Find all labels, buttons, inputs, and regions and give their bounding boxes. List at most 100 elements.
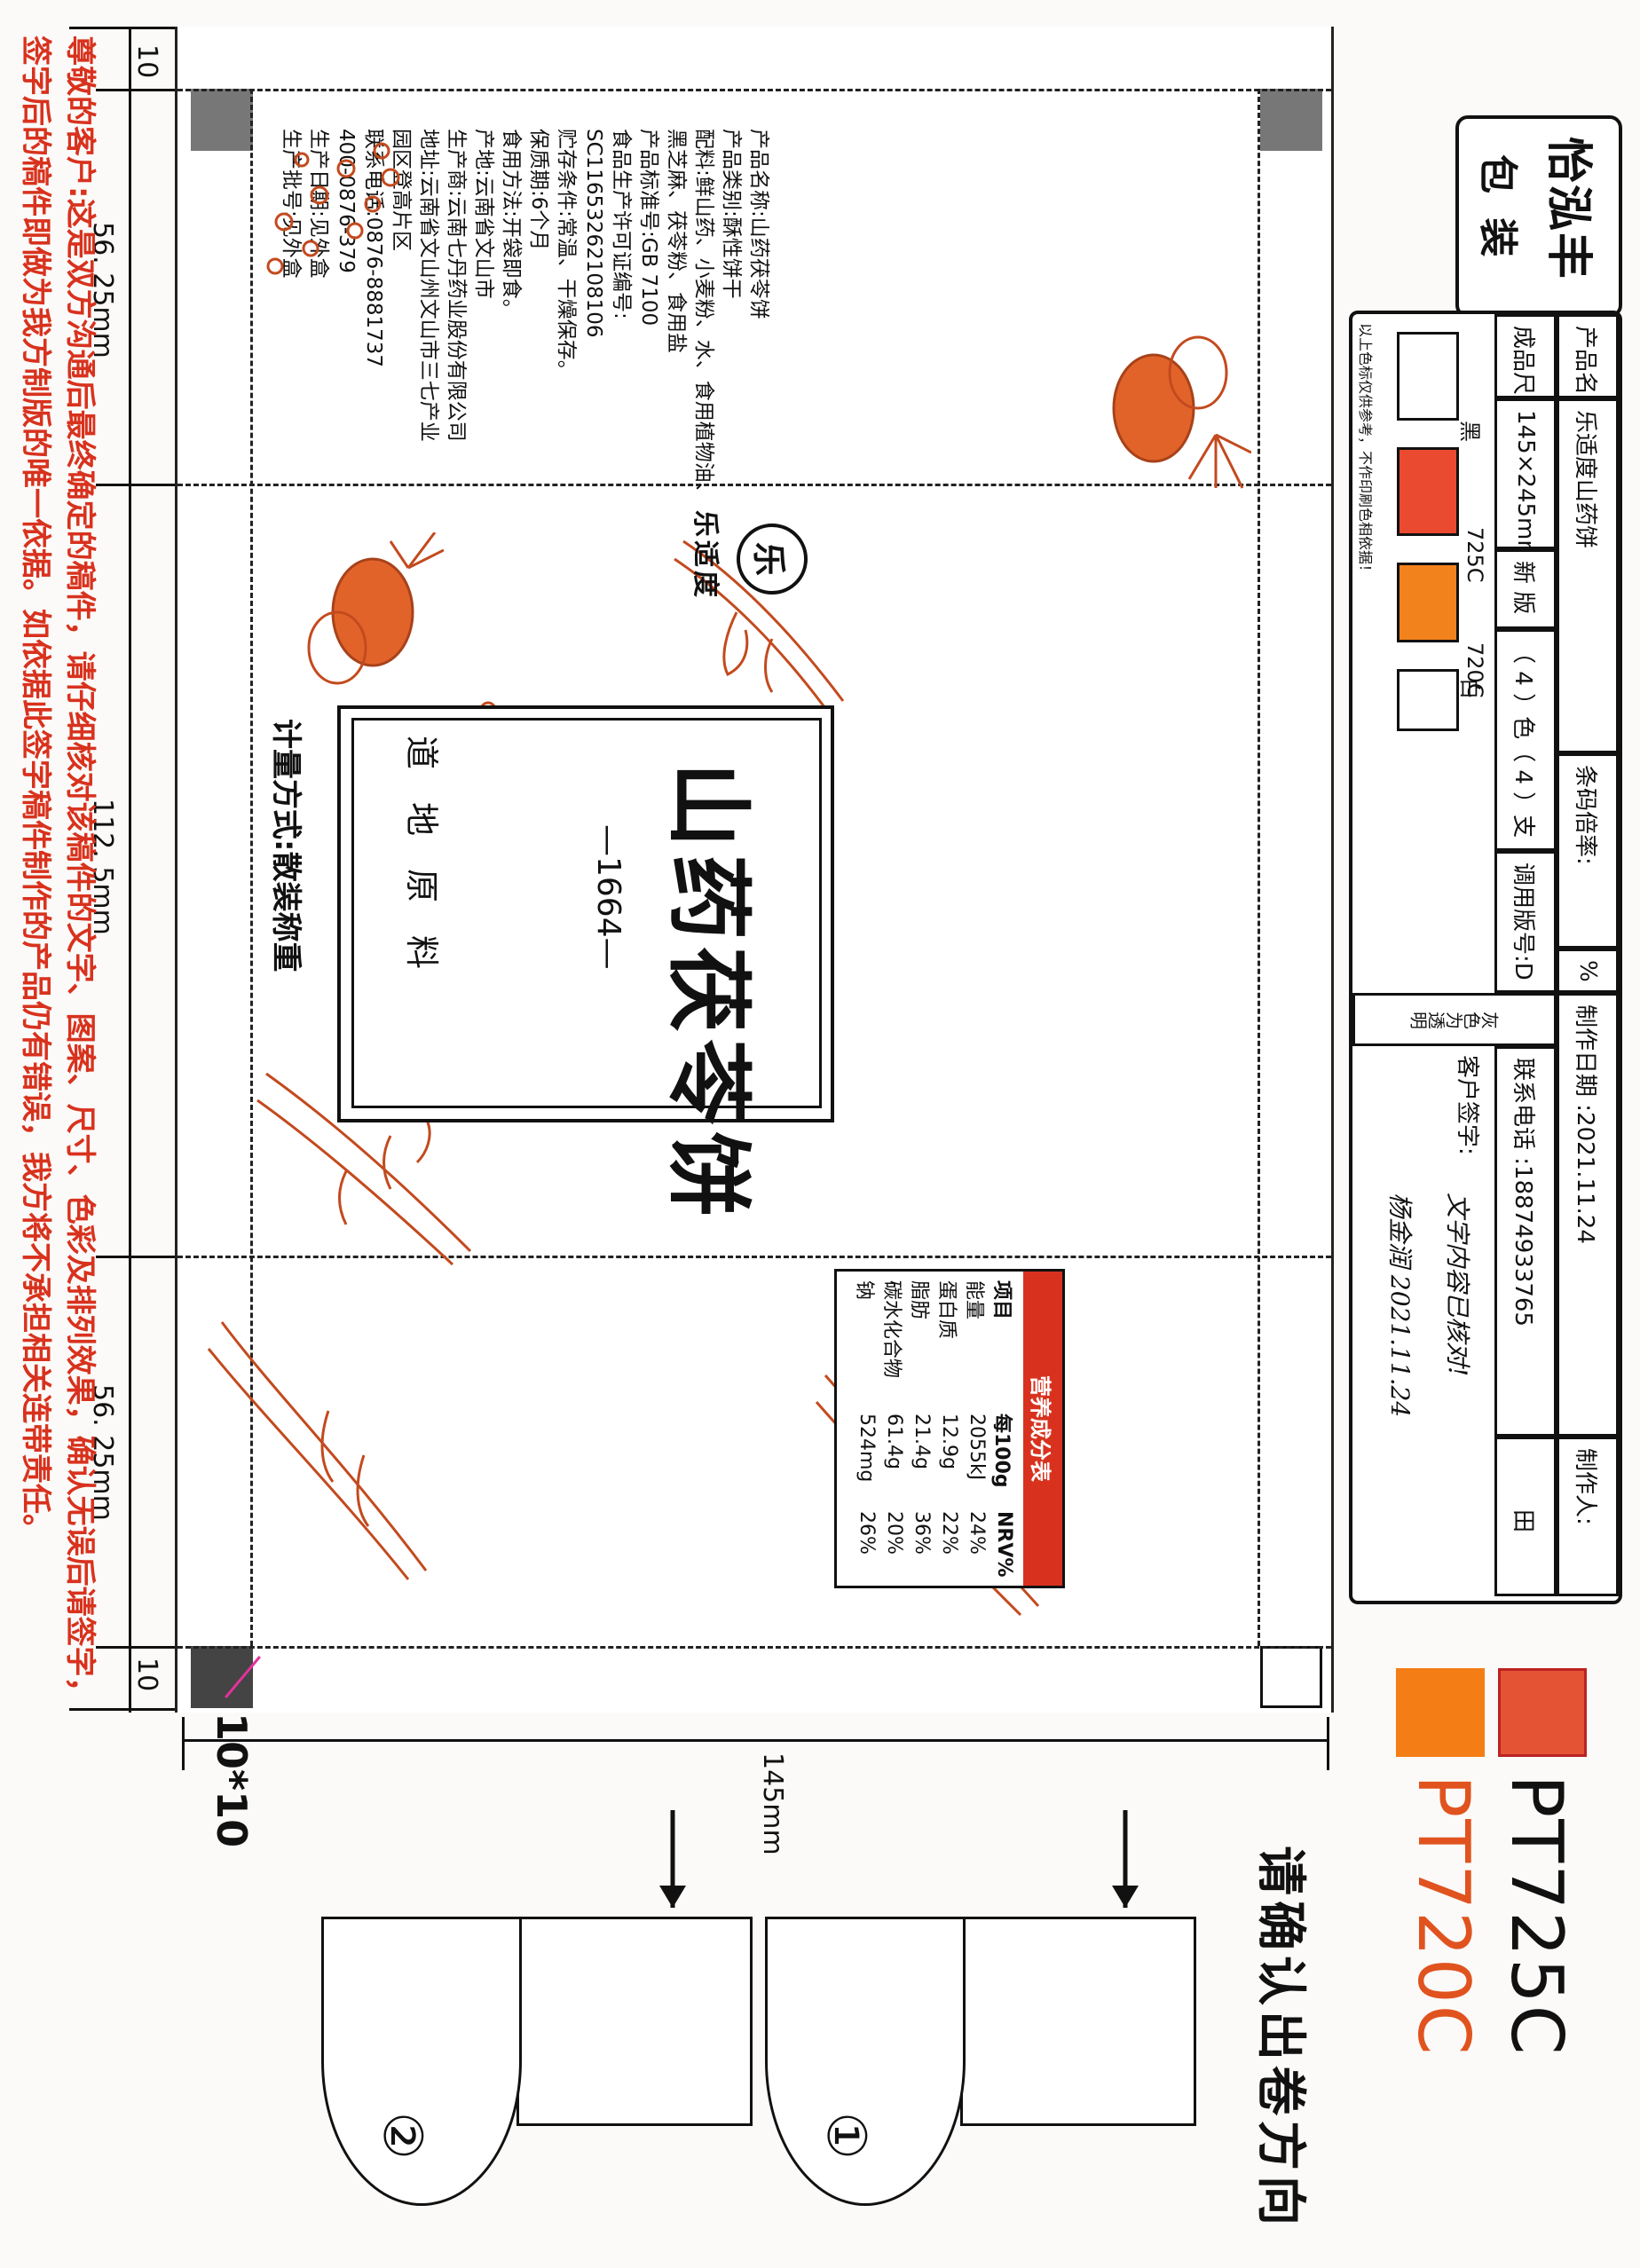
swatch-720c bbox=[1397, 563, 1459, 642]
tag-column: 道 地 原 料 bbox=[351, 718, 485, 969]
nutrition-title: 营养成分表 bbox=[1023, 1272, 1062, 1586]
nutrient-amount: 524mg bbox=[855, 1414, 878, 1483]
maker-value: 田 bbox=[1494, 1437, 1557, 1596]
nutrition-body: 项目 每100g NRV% 能量 2055kJ 24% 蛋白质 12.9g 22… bbox=[853, 1280, 1018, 1582]
swatch-black-label: 黑 bbox=[1457, 421, 1482, 442]
make-date: 制作日期 :2021.11.24 bbox=[1557, 993, 1619, 1437]
footer-line-1: 尊敬的客户:这是双方沟通后最终确定的稿件，请仔细核对该稿件的文字、图案、尺寸、色… bbox=[62, 35, 98, 1707]
swatch-725c-label: 725C bbox=[1463, 527, 1487, 583]
info-line: 保质期:6个月 bbox=[527, 129, 550, 251]
tick-5 bbox=[69, 1708, 185, 1711]
info-line: 产品名称:山药茯苓饼 bbox=[747, 129, 770, 319]
size-value: 145×245mm bbox=[1494, 398, 1557, 549]
nutrient-nrv: 36% bbox=[911, 1511, 933, 1555]
guide-1 bbox=[177, 89, 1331, 91]
nutrient-name: 钠 bbox=[853, 1280, 876, 1301]
info-line: 食品生产许可证编号: bbox=[610, 129, 633, 319]
nutrition-row: 蛋白质 12.9g 22% bbox=[935, 1280, 963, 1582]
nutrient-nrv: 24% bbox=[966, 1511, 988, 1555]
design-area: 产品名称:山药茯苓饼 产品类别:酥性饼干 配料:鲜山药、小麦粉、水、食用植物油、… bbox=[175, 27, 1334, 1713]
roll-1-label: ① bbox=[815, 2112, 877, 2160]
phone-label: 联系电话 :18874933765 bbox=[1494, 1046, 1557, 1437]
roll-2-paper bbox=[516, 1917, 753, 2126]
nutrient-amount: 61.4g bbox=[883, 1414, 905, 1469]
info-line: 贮存条件:常温、干燥保存。 bbox=[555, 129, 578, 381]
barcode-ratio-label: 条码倍率: bbox=[1557, 753, 1619, 949]
nutrition-table: 营养成分表 项目 每100g NRV% 能量 2055kJ 24% 蛋白质 12… bbox=[834, 1269, 1065, 1588]
nutrient-nrv: 22% bbox=[938, 1511, 960, 1555]
grey-note: 灰色为透明 bbox=[1352, 993, 1557, 1046]
ruler-width-cap-top bbox=[1327, 1717, 1329, 1770]
yam-root-sketch-3 bbox=[207, 1321, 428, 1580]
info-line: 产品标准号:GB 7100 bbox=[637, 129, 660, 327]
nutrient-name: 脂肪 bbox=[908, 1280, 931, 1320]
tag-4: 料 bbox=[402, 935, 441, 970]
nutrient-name: 能量 bbox=[963, 1280, 986, 1320]
reg-mark-2 bbox=[191, 89, 253, 151]
weighing-method: 计量方式:散装称重 bbox=[268, 719, 304, 973]
title-code: —1664— bbox=[590, 824, 627, 970]
brand-logo-text: 怡泓丰 bbox=[1541, 137, 1595, 281]
signature-line-1: 文字内容已核对! bbox=[1443, 1193, 1472, 1377]
nutrition-header: 项目 每100g NRV% bbox=[990, 1280, 1018, 1582]
brand-emblem-symbol: 乐 bbox=[749, 541, 789, 576]
roll-1-paper bbox=[960, 1917, 1196, 2126]
color-swatches: 黑 725C 720C 白 bbox=[1379, 314, 1494, 993]
pantone-720c-label: PT720C bbox=[1402, 1775, 1485, 2057]
swatch-white-label: 白 bbox=[1457, 678, 1482, 699]
roll-2-label: ② bbox=[371, 2112, 433, 2160]
info-line: 产地:云南省文山市 bbox=[472, 129, 495, 299]
product-name-value: 乐适度山药饼 bbox=[1557, 398, 1619, 753]
info-line: 黑芝麻、茯苓粉、食用盐 bbox=[665, 129, 688, 353]
title-box: 道 地 原 料 山药茯苓饼 —1664— bbox=[337, 705, 834, 1224]
roll-2-cylinder bbox=[321, 1917, 522, 2206]
plate-number: 调用版号:D bbox=[1494, 851, 1557, 993]
nutrition-row: 脂肪 21.4g 36% bbox=[908, 1280, 935, 1582]
swatch-black bbox=[1397, 332, 1459, 421]
nutrient-nrv: 26% bbox=[855, 1511, 878, 1555]
nutrient-nrv: 20% bbox=[883, 1511, 905, 1555]
info-line: 食用方法:开袋即食。 bbox=[500, 129, 523, 319]
dim-bottom-10: 10 bbox=[131, 1658, 162, 1692]
tag-1: 道 bbox=[402, 736, 441, 770]
tick-4 bbox=[96, 1646, 185, 1649]
nutrient-amount: 2055kJ bbox=[966, 1414, 988, 1481]
info-line: SC11653262108106 bbox=[582, 129, 605, 338]
barcode-percent: % bbox=[1557, 949, 1619, 993]
roll-1-cylinder bbox=[765, 1917, 966, 2206]
nutrient-name: 蛋白质 bbox=[935, 1280, 958, 1340]
pantone-720c-swatch bbox=[1396, 1668, 1485, 1757]
signature-line-2: 杨金润 2021.11.24 bbox=[1385, 1193, 1415, 1418]
guide-top bbox=[1258, 89, 1260, 1646]
tick-3 bbox=[96, 1256, 185, 1258]
pantone-725c-swatch bbox=[1498, 1668, 1587, 1757]
dim-marker: 10*10 bbox=[208, 1713, 256, 1848]
title-name: 山药茯苓饼 bbox=[658, 762, 759, 1224]
maker-label: 制作人: bbox=[1557, 1437, 1619, 1596]
ruler-width bbox=[185, 1739, 1329, 1742]
nutrition-header-item: 项目 bbox=[990, 1280, 1013, 1320]
yam-root-sketch-2 bbox=[256, 1072, 472, 1266]
plate-colors: （ 4 ）色（ 4 ）支 bbox=[1494, 629, 1557, 851]
dots-illustration-1 bbox=[266, 142, 400, 275]
dim-top-10: 10 bbox=[131, 44, 162, 79]
nutrition-row: 能量 2055kJ 24% bbox=[963, 1280, 990, 1582]
tag-3: 原 bbox=[402, 869, 441, 903]
plate-label: 新 版 bbox=[1494, 549, 1557, 629]
info-line: 地址:云南省文山州文山市三七产业 bbox=[417, 129, 440, 442]
yam-fruit-sketch-2 bbox=[307, 532, 444, 685]
footer-line-2: 签字后的稿件即做为我方制版的唯一依据。如依据此签字稿件制作的产品仍有错误，我方将… bbox=[18, 35, 53, 1544]
nutrient-name: 碳水化合物 bbox=[880, 1280, 903, 1379]
swatch-white bbox=[1397, 669, 1459, 731]
swatch-725c bbox=[1397, 447, 1459, 536]
nutrition-row: 钠 524mg 26% bbox=[853, 1280, 880, 1582]
reg-mark-3 bbox=[1260, 1646, 1322, 1708]
tag-2: 地 bbox=[402, 802, 441, 837]
yam-root-sketch-1 bbox=[674, 539, 845, 715]
product-name-label: 产品名称 bbox=[1557, 314, 1619, 398]
ruler-top bbox=[129, 27, 131, 1713]
yam-fruit-sketch-1 bbox=[1112, 335, 1251, 489]
tick-0 bbox=[69, 27, 185, 29]
brand-category: 包 装 bbox=[1475, 154, 1520, 263]
